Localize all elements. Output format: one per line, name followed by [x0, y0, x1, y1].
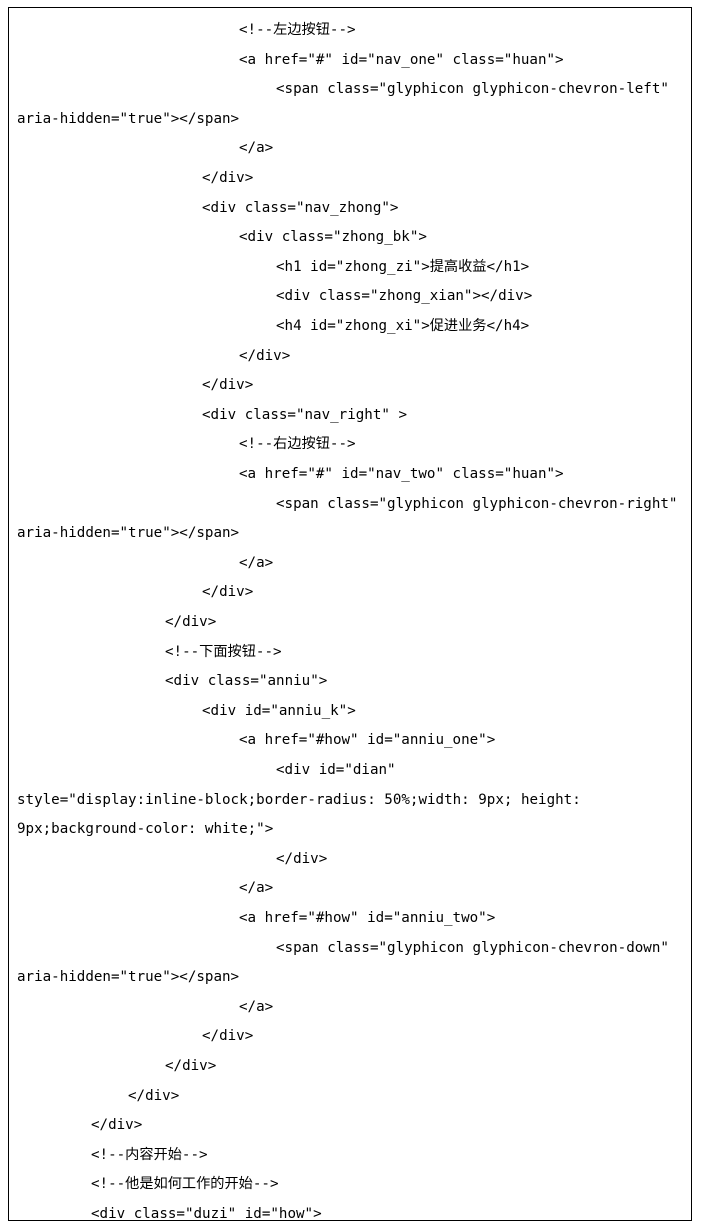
- code-line: <h4 id="zhong_xi">促进业务</h4>: [276, 318, 530, 334]
- code-line: <div class="zhong_xian"></div>: [276, 288, 533, 305]
- code-line: </a>: [239, 880, 274, 897]
- code-line: </div>: [239, 347, 291, 364]
- code-line: </a>: [239, 998, 274, 1015]
- code-line: </div>: [202, 584, 254, 601]
- code-line: <div class="duzi" id="how">: [91, 1206, 322, 1222]
- code-line: <span class="glyphicon glyphicon-chevron…: [276, 939, 669, 956]
- code-line: <a href="#" id="nav_two" class="huan">: [239, 466, 564, 482]
- code-line: <a href="#how" id="anniu_two">: [239, 910, 496, 926]
- code-line: <a href="#how" id="anniu_one">: [239, 732, 496, 749]
- code-line: <div id="dian": [276, 762, 396, 778]
- code-line: </div>: [165, 614, 217, 630]
- code-line: </div>: [202, 1028, 254, 1045]
- code-line: aria-hidden="true"></span>: [17, 969, 240, 986]
- code-line: <!--下面按钮-->: [165, 643, 282, 660]
- code-line: <a href="#" id="nav_one" class="huan">: [239, 51, 564, 68]
- code-line: <div class="nav_zhong">: [202, 199, 399, 216]
- code-line: <div class="anniu">: [165, 673, 328, 690]
- code-line: </div>: [202, 170, 254, 186]
- code-line: <!--左边按钮-->: [239, 22, 356, 38]
- code-document-frame: <!--左边按钮--> <a href="#" id="nav_one" clas…: [8, 7, 692, 1222]
- code-line: 9px;background-color: white;">: [17, 821, 274, 838]
- code-line: <span class="glyphicon glyphicon-chevron…: [276, 81, 669, 98]
- code-line: <!--他是如何工作的开始-->: [91, 1176, 279, 1193]
- code-line: <div id="anniu_k">: [202, 702, 356, 719]
- code-line: <!--内容开始-->: [91, 1146, 208, 1163]
- code-line: </div>: [128, 1087, 180, 1104]
- code-line: <!--右边按钮-->: [239, 436, 356, 453]
- code-line: </a>: [239, 554, 274, 571]
- code-line: aria-hidden="true"></span>: [17, 525, 240, 542]
- code-line: <span class="glyphicon glyphicon-chevron…: [276, 495, 678, 512]
- code-line: </div>: [202, 377, 254, 394]
- code-line: style="display:inline-block;border-radiu…: [17, 791, 581, 808]
- code-line: <div class="nav_right" >: [202, 406, 407, 423]
- code-line: <div class="zhong_bk">: [239, 229, 427, 246]
- code-line: </a>: [239, 140, 274, 157]
- code-line: <h1 id="zhong_zi">提高收益</h1>: [276, 258, 530, 275]
- code-line: aria-hidden="true"></span>: [17, 110, 240, 127]
- code-line: </div>: [165, 1058, 217, 1074]
- code-line: </div>: [91, 1117, 143, 1134]
- code-line: </div>: [276, 850, 328, 867]
